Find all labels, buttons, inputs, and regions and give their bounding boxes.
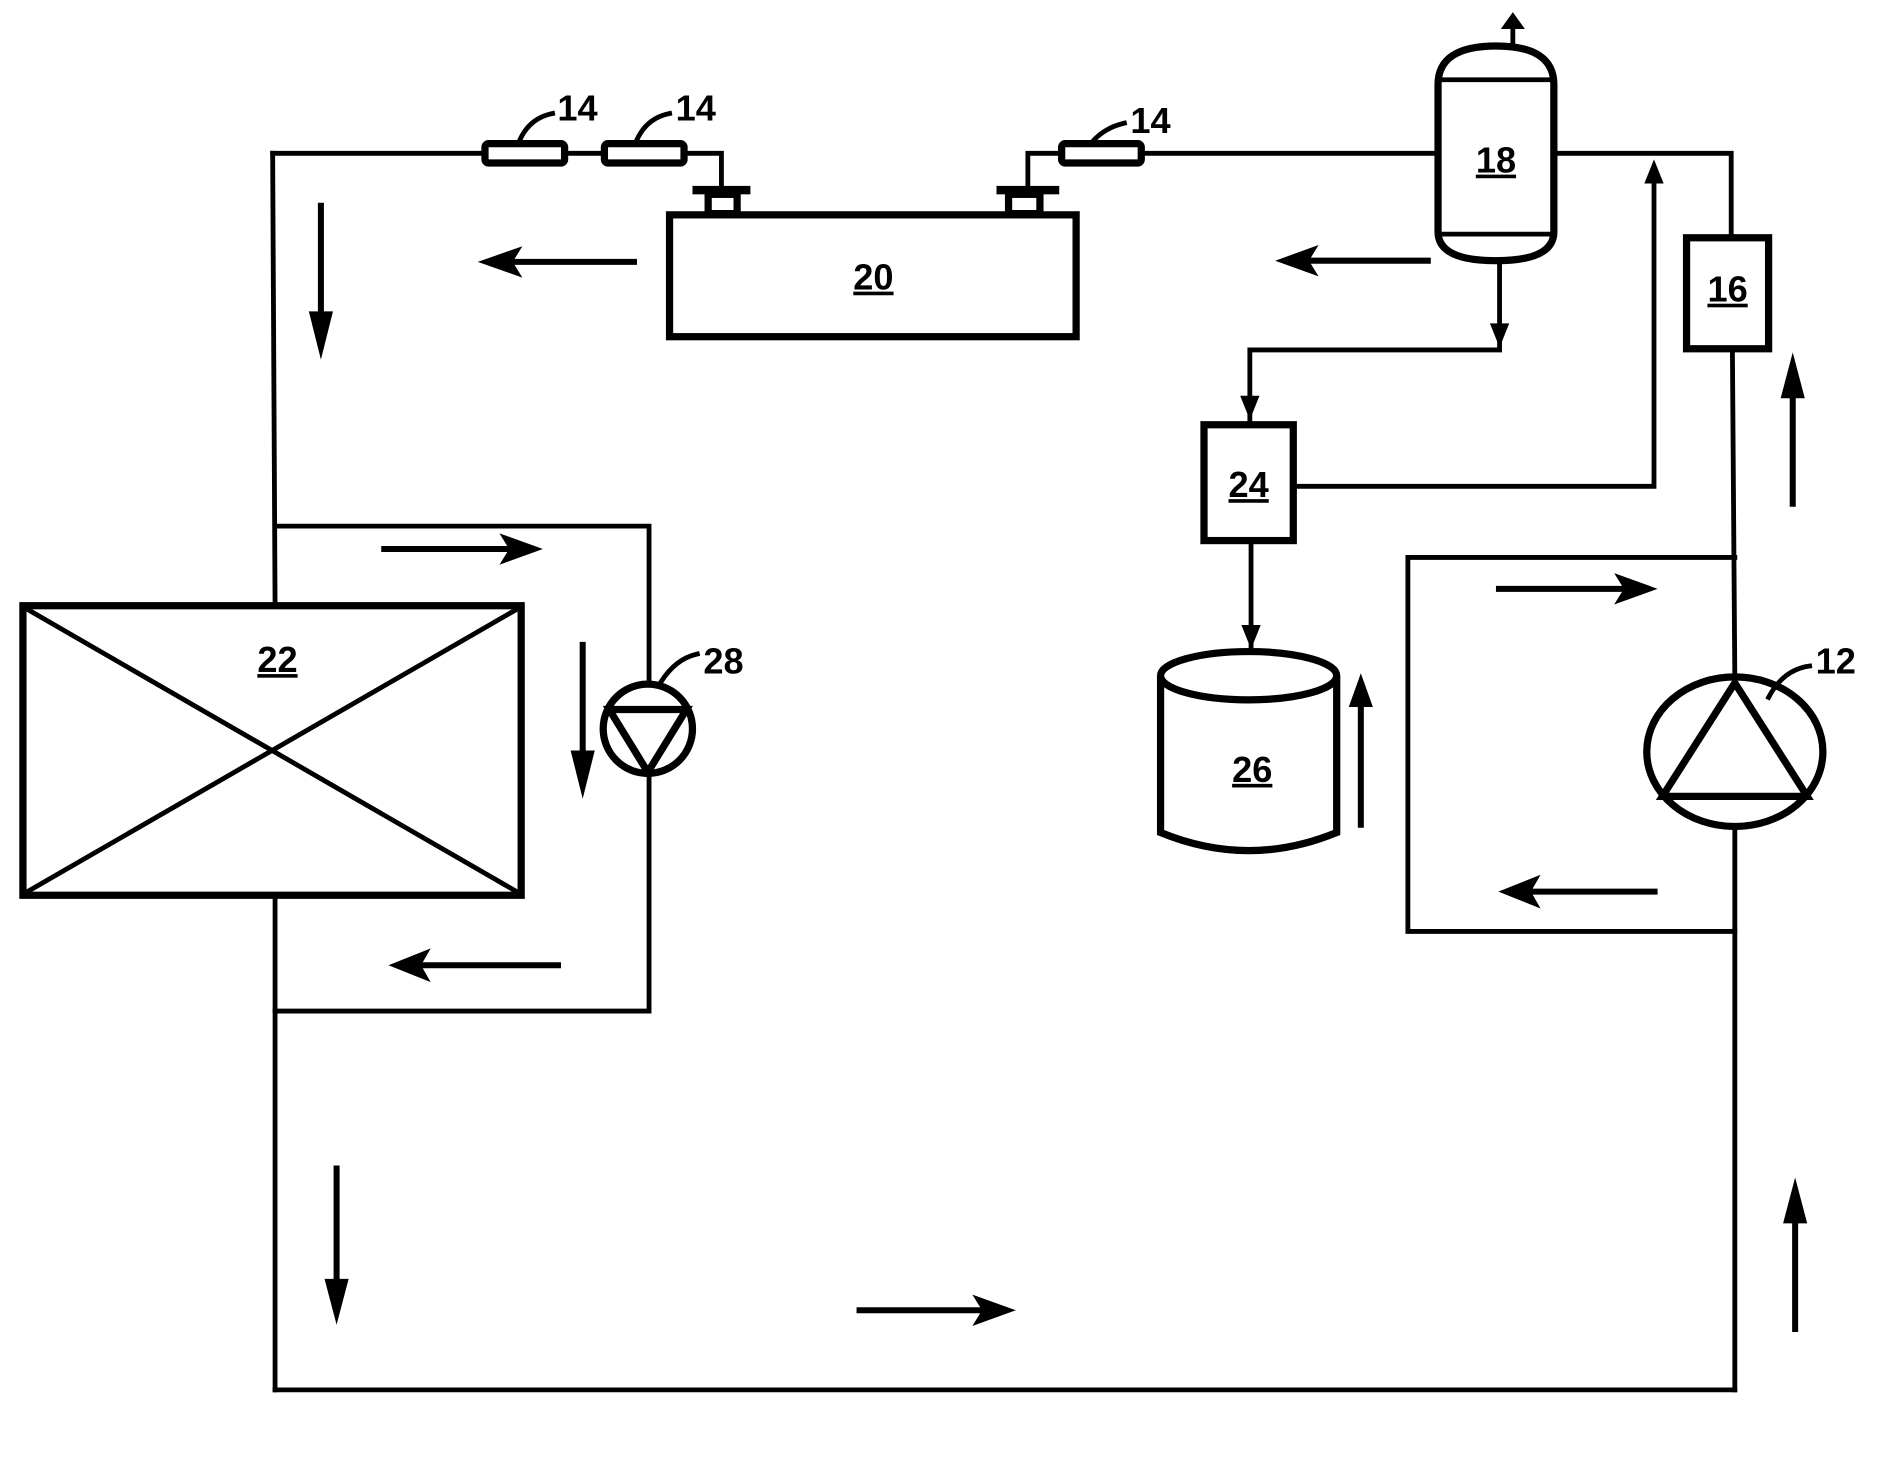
flange-20-inlet — [692, 185, 751, 195]
flow-arrows — [308, 202, 1808, 1332]
component-14b[interactable]: 14 — [600, 88, 716, 167]
component-26[interactable]: 26 — [1156, 647, 1341, 855]
tank-26-top — [1156, 647, 1341, 704]
pump-28-triangle — [602, 705, 693, 780]
pipe-14-to-20-inlet — [681, 150, 724, 190]
flow-arrow-down-near-28 — [570, 641, 595, 799]
unit-20-body — [665, 211, 1080, 341]
pipe-22-loop — [272, 523, 652, 688]
component-14a[interactable]: 14 — [481, 88, 598, 167]
arrowhead-into-24 — [1240, 395, 1260, 420]
label-12: 12 — [1816, 640, 1856, 681]
label-28: 28 — [703, 640, 743, 681]
label-14b: 14 — [676, 88, 716, 129]
pump-12-casing — [1643, 673, 1827, 831]
label-16: 16 — [1707, 269, 1747, 310]
inline-element-14a — [481, 140, 569, 167]
arrowhead-vent — [1500, 12, 1525, 30]
label-14c: 14 — [1130, 100, 1170, 141]
pipe-16-to-12 — [1729, 347, 1738, 681]
nozzle-20-inlet — [704, 190, 741, 218]
pipe-left-vertical-upper — [270, 150, 278, 606]
component-20[interactable]: 20 — [665, 185, 1080, 341]
pump-28-casing — [599, 680, 697, 778]
flow-arrow-left-of-20 — [477, 246, 637, 278]
label-18: 18 — [1476, 140, 1516, 181]
vessel-18-body — [1434, 42, 1558, 265]
leader-14a — [515, 110, 556, 146]
flow-arrow-right-12-loop-top — [1495, 573, 1658, 605]
pipe-24-return — [1293, 166, 1657, 489]
leader-14c — [1088, 120, 1128, 146]
pipe-12-loop — [1405, 555, 1738, 934]
label-22: 22 — [257, 639, 297, 680]
leader-14b — [632, 110, 673, 146]
label-14a: 14 — [557, 88, 597, 129]
component-18[interactable]: 18 — [1434, 42, 1558, 265]
flow-arrow-left-22-loop-bottom — [388, 948, 561, 983]
label-24: 24 — [1229, 464, 1269, 505]
flow-arrow-left-12-loop-bottom — [1498, 874, 1658, 909]
exchanger-22-diag-2 — [22, 604, 523, 897]
pump-12-triangle — [1655, 676, 1814, 800]
tank-26-body — [1156, 675, 1341, 855]
flow-arrow-left-of-18 — [1275, 245, 1431, 277]
flange-20-outlet — [996, 185, 1060, 195]
flow-arrow-right-bottom — [856, 1294, 1016, 1326]
component-16[interactable]: 16 — [1682, 234, 1773, 353]
flow-arrow-up-bottom-right — [1783, 1177, 1808, 1332]
pipework — [270, 24, 1738, 1393]
leader-12 — [1765, 663, 1813, 701]
flow-arrow-up-right-of-16 — [1780, 352, 1805, 507]
box-16 — [1682, 234, 1773, 353]
label-20: 20 — [853, 257, 893, 298]
flow-arrow-down-top-left — [308, 202, 333, 360]
flow-arrow-up-right-of-26 — [1348, 673, 1373, 828]
arrowhead-into-26 — [1241, 625, 1261, 650]
inline-element-14b — [600, 140, 688, 167]
flow-arrow-down-bottom-left — [324, 1165, 349, 1325]
flow-arrow-right-22-loop-top — [381, 533, 543, 565]
component-22[interactable]: 22 — [19, 602, 525, 899]
pipe-18-to-24 — [1247, 258, 1502, 425]
component-24[interactable]: 24 — [1200, 421, 1297, 545]
component-28[interactable]: 28 — [599, 640, 744, 780]
component-14c[interactable]: 14 — [1058, 100, 1171, 167]
arrowhead-18-to-24 — [1489, 323, 1510, 348]
arrowhead-24-return — [1644, 159, 1664, 184]
inline-element-14c — [1058, 140, 1145, 167]
leader-28 — [657, 651, 701, 686]
pipe-22-loop-return — [272, 769, 652, 1014]
label-26: 26 — [1232, 749, 1272, 790]
component-12[interactable]: 12 — [1643, 640, 1856, 831]
box-24 — [1200, 421, 1297, 545]
nozzle-20-outlet — [1004, 190, 1044, 218]
pipe-18-to-16 — [1551, 150, 1734, 239]
pipe-20-to-14 — [1025, 150, 1065, 190]
